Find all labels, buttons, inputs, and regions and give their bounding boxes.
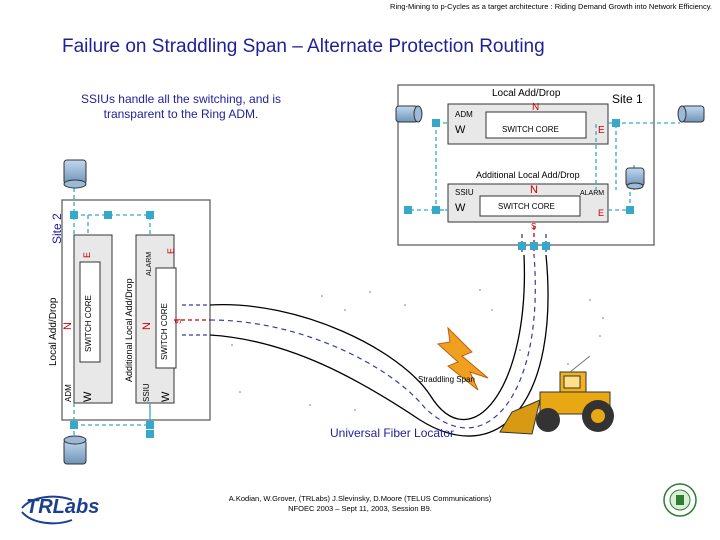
site1-ssiu-e: E (598, 208, 605, 218)
fiber-spool-icon (395, 105, 423, 123)
site2-ssiu-alarm: ALARM (146, 251, 153, 276)
site2-ssiu-side-label: Additional Local Add/Drop (124, 278, 134, 382)
trlabs-logo: TRLabs (26, 496, 100, 518)
page-title: Failure on Straddling Span – Alternate P… (62, 36, 545, 57)
site1-ssiu-s: S (531, 222, 537, 231)
footer: A.Kodian, W.Grover, (TRLabs) J.Slevinsky… (200, 494, 520, 514)
site1-ssiu-device-label: SSIU (455, 188, 474, 197)
site1-adm-core-label: SWITCH CORE (502, 125, 559, 134)
straddling-span-fiber (209, 254, 549, 437)
site2-box (61, 199, 211, 421)
site2-adm-side-label: Local Add/Drop (48, 297, 59, 366)
site1-ssiu-n: N (530, 184, 538, 196)
fiber-spool-icon (625, 167, 645, 190)
site1-connectors (404, 119, 634, 250)
site1-adm-core (485, 111, 587, 139)
site1-ssiu-core-label: SWITCH CORE (498, 202, 555, 211)
bulldozer-icon (499, 355, 614, 435)
fiber-spool-icon (677, 105, 705, 123)
protection-route (209, 254, 536, 429)
locator-label: Universal Fiber Locator (330, 426, 455, 440)
site2-ssiu-n: N (141, 322, 153, 330)
site1-adm-e: E (598, 125, 605, 136)
site1-adm-w: W (455, 124, 466, 136)
site2-ssiu-core (155, 267, 177, 369)
site1-ssiu-core (479, 195, 581, 217)
site1-ssiu-w: W (455, 202, 466, 214)
site2-label: Site 2 (50, 213, 64, 244)
university-crest-icon (663, 483, 697, 517)
site1-ssiu-alarm: ALARM (580, 190, 605, 197)
site2-adm-n: N (62, 322, 74, 330)
site2-ssiu-s: S (174, 318, 183, 324)
header-text: Ring-Mining to p-Cycles as a target arch… (390, 2, 712, 11)
site2-ssiu-core-label: SWITCH CORE (160, 303, 169, 360)
site2-adm-e: E (82, 251, 92, 258)
site2-adm-device-label: ADM (64, 384, 73, 402)
straddling-span-label: Straddling Span (418, 375, 475, 384)
site2-adm-w: W (82, 391, 94, 402)
note-text: SSIUs handle all the switching, and is t… (80, 92, 282, 121)
fiber-spool-icon (63, 435, 87, 465)
site1-adm-top-label: Local Add/Drop (492, 88, 561, 99)
footer-line2: NFOEC 2003 – Sept 11, 2003, Session B9. (288, 504, 432, 513)
noise-dots (231, 289, 604, 411)
site1-ssiu-top-label: Additional Local Add/Drop (476, 170, 580, 180)
site2-connectors (70, 211, 154, 438)
site1-label: Site 1 (612, 92, 643, 106)
fiber-spool-icon (63, 159, 87, 189)
site2-ssiu-device-label: SSIU (142, 383, 151, 402)
site2-ssiu-w: W (160, 391, 172, 402)
footer-line1: A.Kodian, W.Grover, (TRLabs) J.Slevinsky… (228, 494, 492, 503)
site2-adm-core (79, 261, 101, 363)
trlabs-logo-mark (21, 495, 73, 525)
site2-adm-core-label: SWITCH CORE (84, 295, 93, 352)
site1-adm-n: N (532, 102, 540, 113)
site2-ssiu-e: E (166, 247, 176, 254)
lightning-bolt-icon (436, 326, 489, 391)
site1-adm-device-label: ADM (455, 110, 473, 119)
